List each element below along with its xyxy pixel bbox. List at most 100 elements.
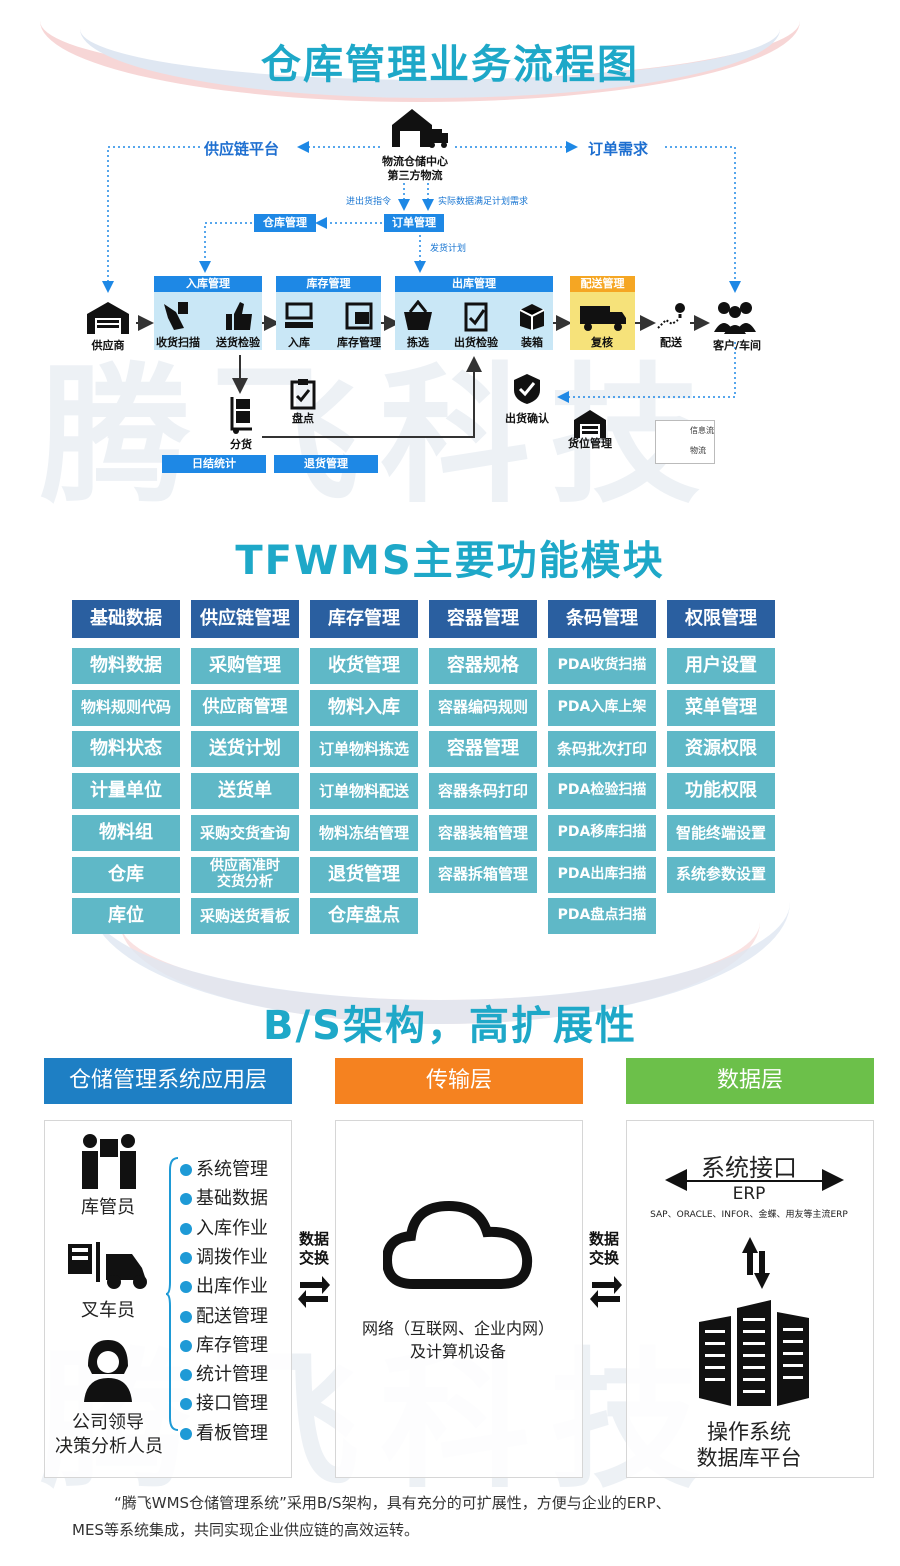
role-analyst: 决策分析人员 bbox=[55, 1436, 163, 1457]
module-column-header: 基础数据 bbox=[72, 600, 180, 638]
function-label: 出库作业 bbox=[196, 1276, 268, 1298]
function-list-item: 出库作业 bbox=[180, 1272, 268, 1298]
module-cell-label: 仓库 bbox=[108, 863, 144, 885]
app-layer-header: 仓储管理系统应用层 bbox=[44, 1058, 292, 1104]
sync-arrows-icon bbox=[742, 1237, 770, 1289]
legend-logistics: 物流 bbox=[690, 446, 706, 455]
return-mgmt-box: 退货管理 bbox=[274, 455, 378, 473]
module-cell: 容器管理 bbox=[429, 731, 537, 768]
interface-left-arrow-icon bbox=[665, 1169, 687, 1191]
bullet-dot-icon bbox=[180, 1193, 192, 1206]
arch-title: B/S架构，高扩展性 bbox=[263, 1003, 637, 1049]
node-ship-confirm: 出货确认 bbox=[505, 412, 549, 425]
module-cell-label: 物料状态 bbox=[90, 738, 162, 760]
module-column-header: 权限管理 bbox=[667, 600, 775, 638]
bullet-dot-icon bbox=[180, 1281, 192, 1294]
basket-icon bbox=[404, 300, 432, 330]
modules-title: TFWMS主要功能模块 bbox=[235, 538, 665, 584]
node-recheck: 复核 bbox=[591, 336, 613, 349]
os-line-1: 操作系统 bbox=[707, 1420, 791, 1444]
supplier-icon bbox=[87, 302, 129, 334]
module-cell-label: 采购交货查询 bbox=[199, 823, 290, 842]
module-cell-label: 条码批次打印 bbox=[556, 740, 647, 759]
node-customer: 客户/车间 bbox=[712, 339, 762, 352]
module-cell-label: 容器管理 bbox=[447, 738, 519, 760]
interface-line bbox=[686, 1180, 822, 1182]
module-cell-label: 容器规格 bbox=[447, 655, 519, 677]
function-list-item: 看板管理 bbox=[180, 1419, 268, 1445]
module-cell: 容器规格 bbox=[429, 648, 537, 684]
actual-data-label: 实际数据满足计划需求 bbox=[438, 197, 529, 207]
module-cell: 仓库盘点 bbox=[310, 898, 418, 935]
module-cell-label: 物料规则代码 bbox=[80, 698, 171, 717]
module-cell: 供应商准时 交货分析 bbox=[191, 856, 299, 893]
shield-check-icon bbox=[514, 374, 540, 404]
transport-layer-header: 传输层 bbox=[335, 1058, 583, 1104]
node-split: 分货 bbox=[230, 438, 252, 451]
hand-truck-icon bbox=[230, 397, 252, 434]
stock-box-icon bbox=[345, 302, 373, 330]
node-count: 盘点 bbox=[292, 412, 314, 425]
customers-icon bbox=[714, 302, 756, 334]
module-cell: PDA收货扫描 bbox=[548, 648, 656, 684]
module-cell: 资源权限 bbox=[667, 731, 775, 768]
cloud-icon bbox=[383, 1200, 533, 1289]
function-list-item: 基础数据 bbox=[180, 1184, 268, 1210]
function-label: 接口管理 bbox=[196, 1393, 268, 1415]
module-cell-label: PDA移库扫描 bbox=[557, 824, 647, 841]
module-cell-label: 仓库盘点 bbox=[328, 905, 400, 927]
module-cell-label: 功能权限 bbox=[685, 780, 757, 802]
data-layer-header: 数据层 bbox=[626, 1058, 874, 1104]
erp-label: ERP bbox=[732, 1184, 766, 1204]
warehouse-keeper-icon bbox=[82, 1134, 136, 1189]
module-cell-label: 物料组 bbox=[99, 821, 153, 843]
module-cell: 供应商管理 bbox=[191, 689, 299, 726]
node-deliver: 配送 bbox=[660, 336, 682, 349]
function-list-item: 接口管理 bbox=[180, 1389, 268, 1415]
module-cell: 用户设置 bbox=[667, 648, 775, 684]
module-cell-label: 收货管理 bbox=[328, 655, 400, 677]
module-cell: 容器编码规则 bbox=[429, 689, 537, 726]
stock-group-head: 库存管理 bbox=[276, 276, 381, 292]
module-cell: PDA入库上架 bbox=[548, 689, 656, 726]
thumbs-up-icon bbox=[226, 302, 252, 330]
module-cell: 采购交货查询 bbox=[191, 814, 299, 851]
module-cell: 订单物料配送 bbox=[310, 773, 418, 810]
module-cell-label: 容器编码规则 bbox=[437, 698, 528, 717]
node-ship-check: 出货检验 bbox=[454, 336, 498, 349]
check-doc-icon bbox=[464, 302, 488, 332]
module-cell-label: 计量单位 bbox=[90, 780, 162, 802]
data-exchange-left-2: 交换 bbox=[298, 1249, 329, 1267]
bullet-dot-icon bbox=[180, 1339, 192, 1352]
truck-icon bbox=[580, 306, 626, 331]
exchange-arrows-right-icon bbox=[590, 1276, 622, 1308]
module-cell: PDA盘点扫描 bbox=[548, 898, 656, 935]
interface-right-arrow-icon bbox=[822, 1169, 844, 1191]
module-cell-label: 库位 bbox=[108, 905, 144, 927]
node-putaway: 入库 bbox=[288, 336, 310, 349]
module-cell: 采购送货看板 bbox=[191, 898, 299, 935]
bullet-dot-icon bbox=[180, 1369, 192, 1382]
order-mgmt-box: 订单管理 bbox=[384, 214, 444, 232]
bullet-dot-icon bbox=[180, 1310, 192, 1323]
module-column-header: 条码管理 bbox=[548, 600, 656, 638]
module-cell-label: 采购管理 bbox=[209, 655, 281, 677]
module-cell: PDA出库扫描 bbox=[548, 856, 656, 893]
module-cell: 物料冻结管理 bbox=[310, 814, 418, 851]
map-pin-icon bbox=[657, 303, 685, 329]
warehouse-mgmt-box: 仓库管理 bbox=[254, 214, 316, 232]
function-list-item: 入库作业 bbox=[180, 1214, 268, 1240]
module-cell-label: PDA检验扫描 bbox=[557, 782, 647, 799]
module-cell-label: 采购送货看板 bbox=[199, 906, 290, 925]
system-interface: 系统接口 bbox=[701, 1154, 797, 1182]
function-list-item: 配送管理 bbox=[180, 1302, 268, 1328]
node-location-mgmt: 货位管理 bbox=[568, 437, 612, 450]
function-label: 调拨作业 bbox=[196, 1246, 268, 1268]
node-pick: 拣选 bbox=[407, 336, 429, 349]
center-label-2: 第三方物流 bbox=[387, 169, 443, 182]
function-label: 基础数据 bbox=[196, 1188, 268, 1210]
module-cell-label: PDA收货扫描 bbox=[557, 657, 647, 674]
module-cell: 采购管理 bbox=[191, 648, 299, 684]
role-leader: 公司领导 bbox=[72, 1412, 144, 1433]
node-pack: 装箱 bbox=[521, 336, 543, 349]
